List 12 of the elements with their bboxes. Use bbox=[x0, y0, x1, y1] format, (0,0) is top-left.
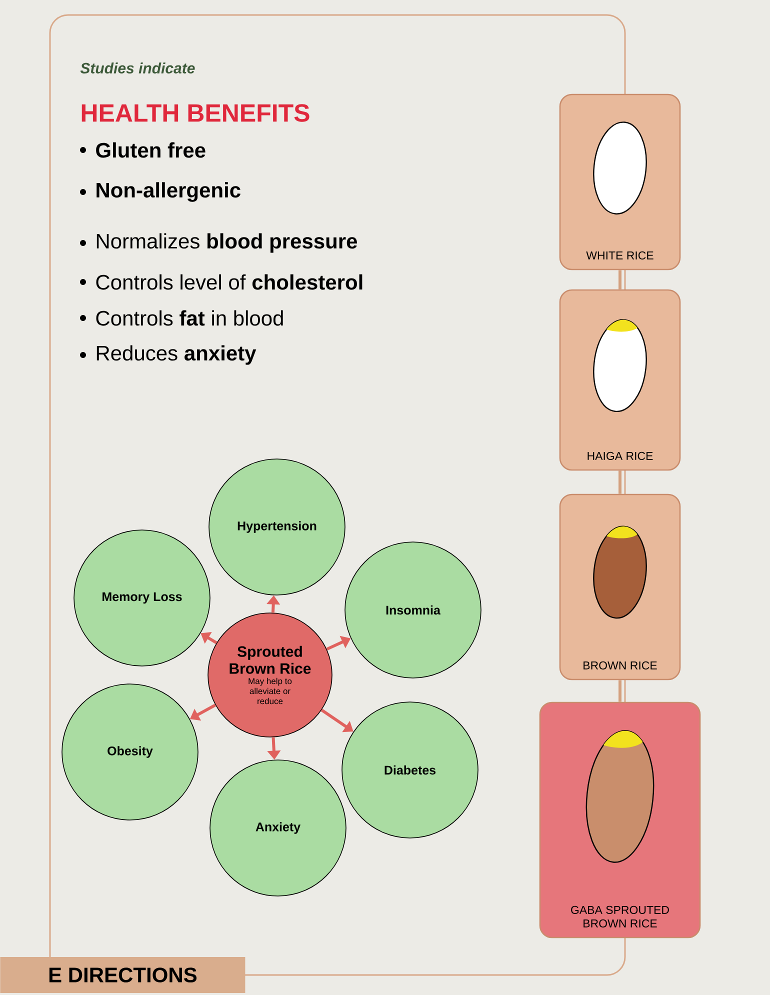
connector-line bbox=[618, 470, 622, 494]
heading: HEALTH BENEFITS bbox=[82, 104, 310, 122]
connector-line bbox=[618, 680, 622, 702]
benefit-text: Controls fat in blood bbox=[96, 310, 283, 326]
connector-line bbox=[618, 270, 622, 290]
section-band: E DIRECTIONS bbox=[0, 957, 246, 993]
benefit-text: Reduces anxiety bbox=[96, 345, 256, 365]
benefit-text: Controls level of cholesterol bbox=[96, 274, 362, 290]
benefit-text: Normalizes blood pressure bbox=[96, 233, 358, 253]
benefit-text: Gluten free bbox=[96, 142, 206, 158]
benefit-text: Non-allergenic bbox=[96, 182, 240, 202]
kicker-text: Studies indicate bbox=[80, 62, 195, 74]
